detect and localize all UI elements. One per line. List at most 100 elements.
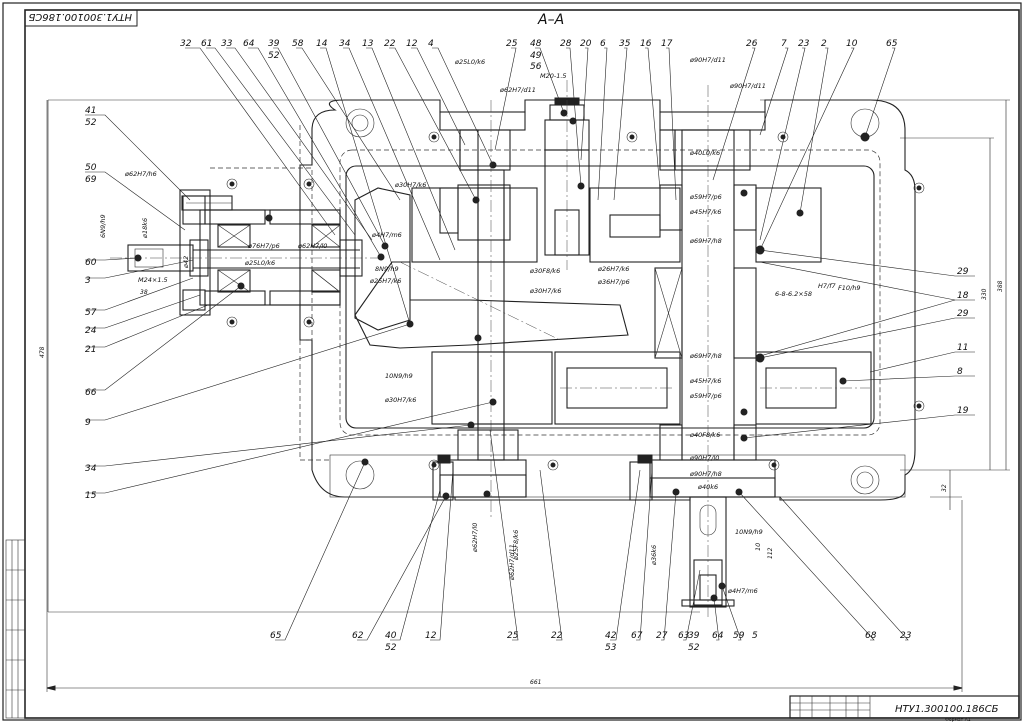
drain-plugs <box>432 454 653 501</box>
intermediate-shaft-column <box>411 100 553 520</box>
fit-note: ø40L0/k6 <box>689 149 720 157</box>
fit-note: ø40F8/k6 <box>689 431 720 439</box>
fit-note: ø25L0/k6 <box>244 259 275 267</box>
callout: 52 <box>85 118 97 128</box>
callout: 66 <box>85 388 97 398</box>
dim-height-right-a: 330 <box>981 288 988 300</box>
callout: 42 <box>605 631 617 641</box>
callouts-right: 29 18 29 11 8 19 <box>957 267 969 416</box>
callout: 62 <box>352 631 364 641</box>
callout: 17 <box>661 39 673 49</box>
vent-plug <box>544 80 590 270</box>
callout: 61 <box>201 39 212 49</box>
dim-base-thk: 32 <box>941 484 948 492</box>
callout: 67 <box>631 631 643 641</box>
callout: 3 <box>85 276 91 286</box>
callout: 23 <box>798 39 810 49</box>
callout: 59 <box>733 631 745 641</box>
fit-note: 6N9/h9 <box>99 214 107 238</box>
fit-note: ø76H7/p6 <box>247 242 280 250</box>
fit-note: ø62H7/d11 <box>508 544 516 581</box>
fit-note: ø42 <box>182 256 190 269</box>
callout: 39 <box>268 39 280 49</box>
callout: 5 <box>752 631 758 641</box>
fit-note: ø36H7/p6 <box>597 278 630 286</box>
callout: 27 <box>656 631 668 641</box>
callouts-top: 32 61 33 64 39 52 58 14 34 13 22 12 4 25… <box>180 39 898 72</box>
callout: 4 <box>428 39 434 49</box>
callout: 53 <box>605 643 617 653</box>
callout: 48 <box>530 39 542 49</box>
sheet-format: Формат А1 <box>945 717 971 723</box>
callout: 33 <box>221 39 233 49</box>
callout: 22 <box>551 631 563 641</box>
fit-note: 10N9/h9 <box>385 372 413 380</box>
callouts-left: 41 52 50 69 60 3 57 24 21 66 9 34 15 <box>85 106 97 501</box>
dim-overall-width: 661 <box>530 679 541 686</box>
callout: 34 <box>339 39 351 49</box>
fit-note: ø59H7/p6 <box>689 193 722 201</box>
callout: 65 <box>886 39 898 49</box>
fit-note: 10 <box>754 543 762 551</box>
fit-note: ø62H7/h6 <box>124 170 157 178</box>
callout: 18 <box>957 291 969 301</box>
output-gears <box>755 187 872 425</box>
callout: 28 <box>560 39 572 49</box>
fit-note: ø90H7/d11 <box>729 82 766 90</box>
fit-note: 6-8-6.2×58 <box>775 290 812 298</box>
fit-annotations: ø25L0/k6 ø62H7/d11 M20-1.5 ø90H7/d11 ø90… <box>99 56 860 595</box>
gearbox-housing <box>210 99 925 501</box>
callout: 34 <box>85 464 97 474</box>
dim-axis-dist: 112 <box>767 547 774 559</box>
callout: 32 <box>180 39 192 49</box>
dim-shaft-end: 38 <box>140 289 148 296</box>
callout: 40 <box>385 631 397 641</box>
fit-note: ø62H7/l0 <box>297 242 327 250</box>
section-title: А–А <box>537 12 564 28</box>
fit-note: ø69H7/h8 <box>689 352 722 360</box>
callout: 63 <box>678 631 690 641</box>
callout: 64 <box>712 631 724 641</box>
callout: 69 <box>85 175 97 185</box>
fit-note: H7/f7 <box>818 282 837 290</box>
callout: 57 <box>85 308 97 318</box>
fit-note: ø69H7/h8 <box>689 237 722 245</box>
fit-note: ø25H7/k6 <box>369 277 401 285</box>
left-bearing-b <box>311 224 341 293</box>
callout: 25 <box>507 631 519 641</box>
fit-note: ø90H7/l0 <box>689 454 719 462</box>
leader-lines <box>85 47 975 641</box>
callout: 15 <box>85 491 97 501</box>
callout: 25 <box>506 39 518 49</box>
fit-note: 10N9/h9 <box>735 528 763 536</box>
fit-note: ø18k6 <box>141 218 149 239</box>
left-bearing-a <box>217 224 251 293</box>
fit-note: ø62H7/d11 <box>499 86 536 94</box>
callout: 68 <box>865 631 877 641</box>
callout: 56 <box>530 62 542 72</box>
callout: 29 <box>957 309 969 319</box>
fit-note: M24×1.5 <box>138 276 168 284</box>
dim-height-right-b: 388 <box>997 280 1004 292</box>
fit-note: ø25F8/k6 <box>512 530 520 561</box>
callout: 26 <box>746 39 758 49</box>
callout: 58 <box>292 39 304 49</box>
callout: 6 <box>600 39 606 49</box>
callout: 10 <box>846 39 858 49</box>
callout: 52 <box>385 643 397 653</box>
fit-note: ø30H7/k6 <box>394 181 426 189</box>
bevel-gear <box>354 187 629 349</box>
fit-note: ø30H7/k6 <box>384 396 416 404</box>
callout: 41 <box>85 106 96 116</box>
callout: 19 <box>957 406 969 416</box>
fit-note: ø4H7/m6 <box>371 231 402 239</box>
fit-note: 8N9/h9 <box>375 265 399 273</box>
fit-note: ø40k6 <box>697 483 718 491</box>
callout: 50 <box>85 163 97 173</box>
fit-note: ø90H7/d11 <box>689 56 726 64</box>
callout: 39 <box>688 631 700 641</box>
callout: 23 <box>900 631 912 641</box>
fit-note: ø30H7/k6 <box>529 287 561 295</box>
